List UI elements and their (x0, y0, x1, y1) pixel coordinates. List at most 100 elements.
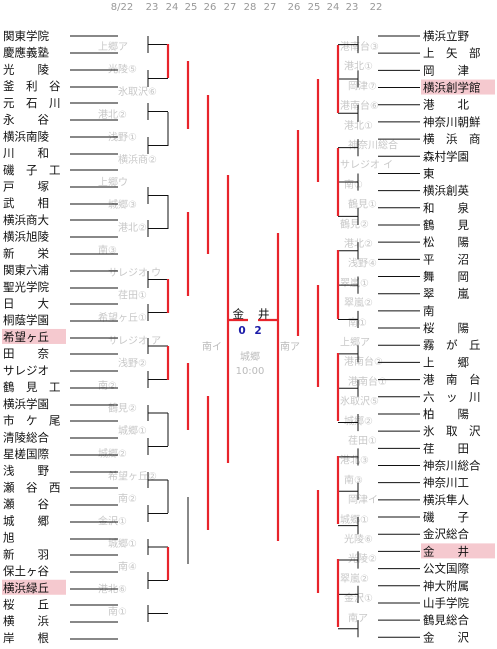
team-name: 松 陽 (423, 235, 469, 249)
team-name: 横浜創学館 (423, 81, 481, 95)
team-name: サレジオ (3, 363, 49, 377)
venue-label: 港南台① (348, 375, 387, 388)
venue-label: 上郷ア (98, 41, 128, 53)
team-name: 希望ヶ丘 (3, 330, 49, 344)
venue-label: 港南台③ (340, 40, 379, 53)
team-name: 横浜創英 (423, 184, 469, 198)
venue-label: 南② (118, 492, 137, 505)
team-name: 平 沼 (423, 252, 469, 266)
venue-label: 光陵② (348, 552, 377, 565)
team-name: 神奈川工 (423, 476, 469, 490)
team-name: 慶應義塾 (3, 46, 49, 60)
venue-label: 城郷① (340, 514, 369, 526)
final-score-left: 0 (238, 325, 245, 337)
team-name: 荏 田 (423, 441, 469, 455)
team-name: 釜 利 谷 (3, 79, 61, 93)
venue-label: 浅野④ (348, 257, 377, 270)
team-name: 上 矢 部 (423, 46, 481, 60)
team-name: 横 浜 商 (423, 132, 481, 146)
venue-label: 鶴見① (348, 198, 377, 211)
team-name: 清陵総合 (3, 430, 49, 444)
team-name: 森村学園 (423, 149, 469, 163)
team-name: 横 浜 (3, 614, 49, 628)
venue-label: 浅野① (108, 130, 137, 143)
team-name: 川 和 (3, 146, 49, 160)
venue-label: 港南台② (344, 355, 383, 368)
venue-label: 城郷② (98, 448, 127, 460)
venue-label: 鶴見② (108, 402, 137, 415)
date-header: 26 (288, 2, 301, 13)
highlight-box (2, 328, 66, 344)
team-name: 日 大 (3, 297, 49, 311)
team-name: 六 ッ 川 (423, 390, 481, 404)
team-name: 鶴 見 工 (3, 380, 61, 394)
venue-label: 浅野② (118, 356, 147, 369)
date-header: 8/22 (111, 2, 133, 13)
team-name: 星槎国際 (3, 447, 49, 461)
team-name: 新 羽 (3, 547, 49, 561)
team-name: 公文国際 (423, 562, 469, 576)
team-name: 金 井 (423, 544, 469, 558)
team-name: 旭 (3, 531, 15, 545)
venue-label: 翠嵐② (344, 297, 373, 309)
team-name: 浅 野 (3, 464, 49, 478)
venue-label: 南① (344, 178, 363, 191)
team-name: 関東学院 (3, 29, 49, 43)
venue-label: 光陵⑥ (344, 533, 373, 546)
team-name: 田 奈 (3, 347, 49, 361)
team-name: 横浜立野 (423, 29, 469, 43)
venue-label: 翠嵐① (340, 277, 369, 289)
venue-label: 港北① (344, 61, 373, 73)
bracket-lines (70, 35, 420, 640)
team-name: 舞 岡 (423, 270, 469, 284)
venue-label: 岡津⑦ (348, 80, 377, 92)
date-header: 25 (185, 2, 198, 13)
venue-label: 神奈川総合 (348, 139, 398, 152)
team-name: 城 郷 (3, 514, 49, 528)
venue-label: 希望ヶ丘① (98, 311, 147, 324)
team-name: 磯 子 (423, 510, 469, 524)
team-name: 横浜学園 (3, 397, 49, 411)
date-header: 23 (346, 2, 359, 13)
team-name: 永 谷 (3, 113, 49, 127)
team-name: 鶴 見 (423, 218, 469, 232)
team-name: 保土ヶ谷 (3, 564, 49, 578)
sf-venue-right: 南ア (280, 340, 300, 353)
date-header: 28 (244, 2, 257, 13)
venue-label: 上郷ア (340, 337, 370, 349)
venue-label: 南③ (344, 473, 363, 486)
team-name: 和 泉 (423, 201, 469, 215)
date-header: 24 (327, 2, 340, 13)
venue-label: 港北② (118, 222, 147, 234)
final-time: 10:00 (236, 366, 265, 377)
team-name: 神奈川朝鮮 (423, 115, 481, 129)
venue-label: 城郷① (118, 425, 147, 437)
date-header: 27 (224, 2, 237, 13)
team-name: 光 陵 (3, 62, 49, 76)
team-name: 岡 津 (423, 63, 469, 77)
team-name: 横浜緑丘 (3, 581, 49, 595)
team-name: 元 石 川 (3, 96, 61, 110)
date-header: 22 (370, 2, 383, 13)
venue-label: 南ア (348, 611, 368, 624)
team-name: 磯 子 工 (3, 163, 61, 177)
sf-venue-left: 南イ (202, 340, 222, 353)
venue-label: 岡津イ (348, 494, 378, 506)
team-name: 金 沢 (423, 630, 469, 644)
team-name: 市 ケ 尾 (3, 414, 61, 428)
team-name: 横浜旭陵 (3, 230, 49, 244)
venue-label: 上郷ウ (98, 177, 128, 189)
venue-label: 港北③ (340, 455, 369, 467)
venue-label: 氷取沢⑤ (340, 395, 379, 408)
team-name: 新 栄 (3, 246, 49, 260)
team-name: 横浜南陵 (3, 129, 49, 143)
venue-label: 港北① (344, 120, 373, 132)
team-name: 神大附属 (423, 579, 469, 593)
date-header: 23 (146, 2, 159, 13)
final-team-right: 井 (258, 307, 270, 321)
venue-label: 氷取沢⑥ (118, 85, 157, 98)
venue-label: サレジオ イ (340, 159, 393, 171)
